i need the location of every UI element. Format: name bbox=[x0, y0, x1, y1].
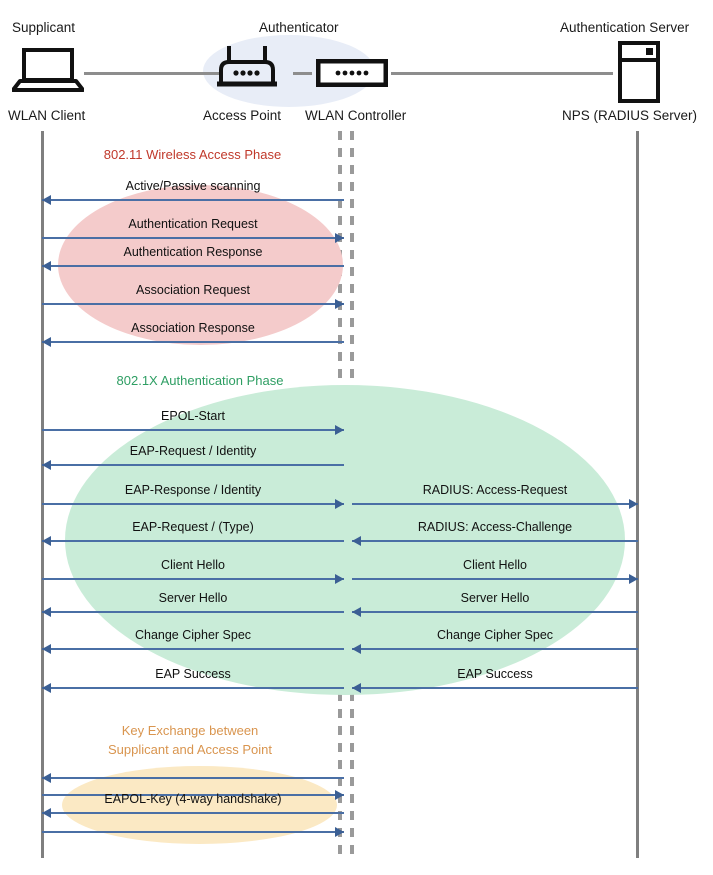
wire-ap-to-controller bbox=[293, 72, 312, 75]
arrowhead-left-icon bbox=[352, 644, 361, 654]
message-label: EPOL-Start bbox=[161, 409, 225, 423]
message-label: EAP Success bbox=[457, 667, 533, 681]
arrow-line bbox=[42, 237, 344, 239]
arrow-line bbox=[42, 540, 344, 542]
lifeline-auth-server bbox=[636, 131, 639, 858]
arrowhead-left-icon bbox=[352, 607, 361, 617]
arrowhead-left-icon bbox=[42, 683, 51, 693]
phase-label-dot1x: 802.1X Authentication Phase bbox=[116, 373, 284, 388]
arrowhead-right-icon bbox=[335, 299, 344, 309]
arrowhead-left-icon bbox=[42, 644, 51, 654]
message-label: Active/Passive scanning bbox=[125, 179, 261, 193]
arrowhead-right-icon bbox=[335, 574, 344, 584]
arrowhead-left-icon bbox=[42, 607, 51, 617]
arrowhead-left-icon bbox=[42, 460, 51, 470]
arrow-line bbox=[42, 265, 344, 267]
wire-client-to-ap bbox=[84, 72, 220, 75]
arrow-line bbox=[352, 687, 638, 689]
message-label: EAP Success bbox=[155, 667, 231, 681]
message-label: EAPOL-Key (4-way handshake) bbox=[104, 792, 282, 806]
arrow-line bbox=[352, 648, 638, 650]
access-point-device-label: Access Point bbox=[203, 108, 282, 123]
arrow-line bbox=[42, 812, 344, 814]
message-label: Change Cipher Spec bbox=[436, 628, 554, 642]
arrow-line bbox=[42, 464, 344, 466]
arrow-line bbox=[42, 687, 344, 689]
message-label: RADIUS: Access-Challenge bbox=[417, 520, 573, 534]
message-label: Association Request bbox=[136, 283, 250, 297]
supplicant-device-label: WLAN Client bbox=[8, 108, 86, 123]
lifeline-supplicant bbox=[41, 131, 44, 858]
arrow-line bbox=[42, 611, 344, 613]
wire-controller-to-server bbox=[391, 72, 613, 75]
arrow-line bbox=[42, 794, 344, 796]
message-label: Authentication Request bbox=[128, 217, 258, 231]
arrow-line bbox=[42, 341, 344, 343]
arrowhead-right-icon bbox=[335, 425, 344, 435]
message-label: Server Hello bbox=[460, 591, 530, 605]
authenticator-role-label: Authenticator bbox=[259, 20, 339, 35]
arrowhead-left-icon bbox=[42, 337, 51, 347]
message-label: EAP-Request / Identity bbox=[129, 444, 257, 458]
arrowhead-right-icon bbox=[335, 790, 344, 800]
arrow-line bbox=[42, 199, 344, 201]
arrow-line bbox=[42, 578, 344, 580]
arrow-line bbox=[42, 777, 344, 779]
phase-label-key-exchange: Key Exchange between Supplicant and Acce… bbox=[107, 723, 273, 757]
arrowhead-right-icon bbox=[335, 233, 344, 243]
arrow-line bbox=[352, 540, 638, 542]
arrowhead-right-icon bbox=[629, 499, 638, 509]
arrowhead-left-icon bbox=[42, 773, 51, 783]
wlan-controller-device-label: WLAN Controller bbox=[305, 108, 407, 123]
message-label: Client Hello bbox=[161, 558, 225, 572]
arrowhead-left-icon bbox=[42, 261, 51, 271]
arrow-line bbox=[42, 303, 344, 305]
arrow-line bbox=[352, 578, 638, 580]
message-label: EAP-Request / (Type) bbox=[132, 520, 254, 534]
arrowhead-left-icon bbox=[42, 536, 51, 546]
arrow-line bbox=[352, 503, 638, 505]
server-rack-icon bbox=[617, 41, 661, 108]
auth-server-role-label: Authentication Server bbox=[560, 20, 690, 35]
auth-server-device-label: NPS (RADIUS Server) bbox=[562, 108, 698, 123]
arrowhead-right-icon bbox=[629, 574, 638, 584]
arrow-line bbox=[42, 429, 344, 431]
message-label: Server Hello bbox=[158, 591, 228, 605]
message-label: Association Response bbox=[131, 321, 255, 335]
arrow-line bbox=[42, 831, 344, 833]
message-label: RADIUS: Access-Request bbox=[422, 483, 568, 497]
arrow-line bbox=[42, 503, 344, 505]
message-label: EAP-Response / Identity bbox=[124, 483, 262, 497]
supplicant-role-label: Supplicant bbox=[12, 20, 76, 35]
arrowhead-right-icon bbox=[335, 827, 344, 837]
arrowhead-right-icon bbox=[335, 499, 344, 509]
phase-label-wireless: 802.11 Wireless Access Phase bbox=[103, 147, 282, 162]
laptop-icon bbox=[11, 48, 85, 97]
arrow-line bbox=[352, 611, 638, 613]
arrowhead-left-icon bbox=[42, 808, 51, 818]
wlan-controller-icon bbox=[315, 58, 389, 92]
arrowhead-left-icon bbox=[42, 195, 51, 205]
message-label: Authentication Response bbox=[123, 245, 263, 259]
arrowhead-left-icon bbox=[352, 683, 361, 693]
message-label: Change Cipher Spec bbox=[134, 628, 252, 642]
message-label: Client Hello bbox=[463, 558, 527, 572]
arrowhead-left-icon bbox=[352, 536, 361, 546]
wireless-router-icon bbox=[215, 44, 279, 99]
arrow-line bbox=[42, 648, 344, 650]
